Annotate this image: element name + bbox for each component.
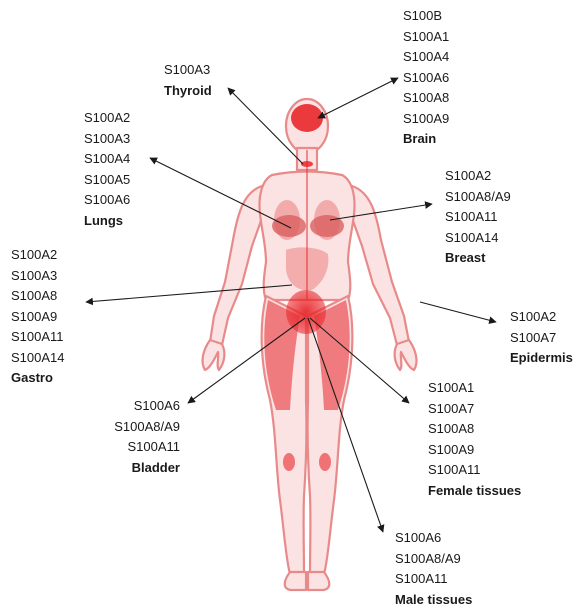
breast-labels: S100A2 S100A8/A9 S100A11 S100A14 Breast (445, 166, 511, 269)
tissue-name-female: Female tissues (428, 481, 521, 502)
protein-label: S100A9 (11, 307, 65, 328)
tissue-name-lungs: Lungs (84, 211, 130, 232)
body-silhouette (203, 99, 417, 590)
tissue-name-epidermis: Epidermis (510, 348, 573, 369)
protein-label: S100A11 (445, 207, 511, 228)
protein-label: S100A9 (403, 109, 449, 130)
protein-label: S100A8 (403, 88, 449, 109)
protein-label: S100A11 (428, 460, 521, 481)
protein-label: S100A1 (428, 378, 521, 399)
tissue-name-breast: Breast (445, 248, 511, 269)
protein-label: S100A11 (395, 569, 472, 590)
tissue-name-male: Male tissues (395, 590, 472, 609)
protein-label: S100A11 (11, 327, 65, 348)
protein-label: S100A6 (403, 68, 449, 89)
protein-label: S100A9 (428, 440, 521, 461)
protein-label: S100A8/A9 (395, 549, 472, 570)
protein-label: S100A8 (11, 286, 65, 307)
arrow-epidermis (420, 302, 496, 322)
protein-label: S100A7 (428, 399, 521, 420)
tissue-name-bladder: Bladder (114, 458, 180, 479)
protein-label: S100A14 (11, 348, 65, 369)
protein-label: S100B (403, 6, 449, 27)
protein-label: S100A8/A9 (445, 187, 511, 208)
protein-label: S100A2 (510, 307, 573, 328)
protein-label: S100A6 (84, 190, 130, 211)
protein-label: S100A7 (510, 328, 573, 349)
epidermis-labels: S100A2 S100A7 Epidermis (510, 307, 573, 369)
protein-label: S100A3 (164, 60, 212, 81)
protein-label: S100A4 (84, 149, 130, 170)
tissue-name-thyroid: Thyroid (164, 81, 212, 102)
bladder-labels: S100A6 S100A8/A9 S100A11 Bladder (114, 396, 180, 478)
protein-label: S100A2 (445, 166, 511, 187)
protein-label: S100A5 (84, 170, 130, 191)
tissue-name-gastro: Gastro (11, 368, 65, 389)
protein-label: S100A2 (84, 108, 130, 129)
protein-label: S100A4 (403, 47, 449, 68)
protein-label: S100A8 (428, 419, 521, 440)
protein-label: S100A3 (84, 129, 130, 150)
protein-label: S100A14 (445, 228, 511, 249)
thyroid-labels: S100A3 Thyroid (164, 60, 212, 101)
protein-label: S100A3 (11, 266, 65, 287)
protein-label: S100A1 (403, 27, 449, 48)
male-labels: S100A6 S100A8/A9 S100A11 Male tissues (395, 528, 472, 609)
protein-label: S100A6 (395, 528, 472, 549)
gastro-labels: S100A2 S100A3 S100A8 S100A9 S100A11 S100… (11, 245, 65, 389)
protein-label: S100A6 (114, 396, 180, 417)
arrow-gastro (86, 285, 292, 302)
tissue-name-brain: Brain (403, 129, 449, 150)
arrow-brain (318, 78, 398, 118)
female-labels: S100A1 S100A7 S100A8 S100A9 S100A11 Fema… (428, 378, 521, 501)
protein-label: S100A11 (114, 437, 180, 458)
protein-label: S100A8/A9 (114, 417, 180, 438)
brain-labels: S100B S100A1 S100A4 S100A6 S100A8 S100A9… (403, 6, 449, 150)
protein-label: S100A2 (11, 245, 65, 266)
lungs-labels: S100A2 S100A3 S100A4 S100A5 S100A6 Lungs (84, 108, 130, 231)
